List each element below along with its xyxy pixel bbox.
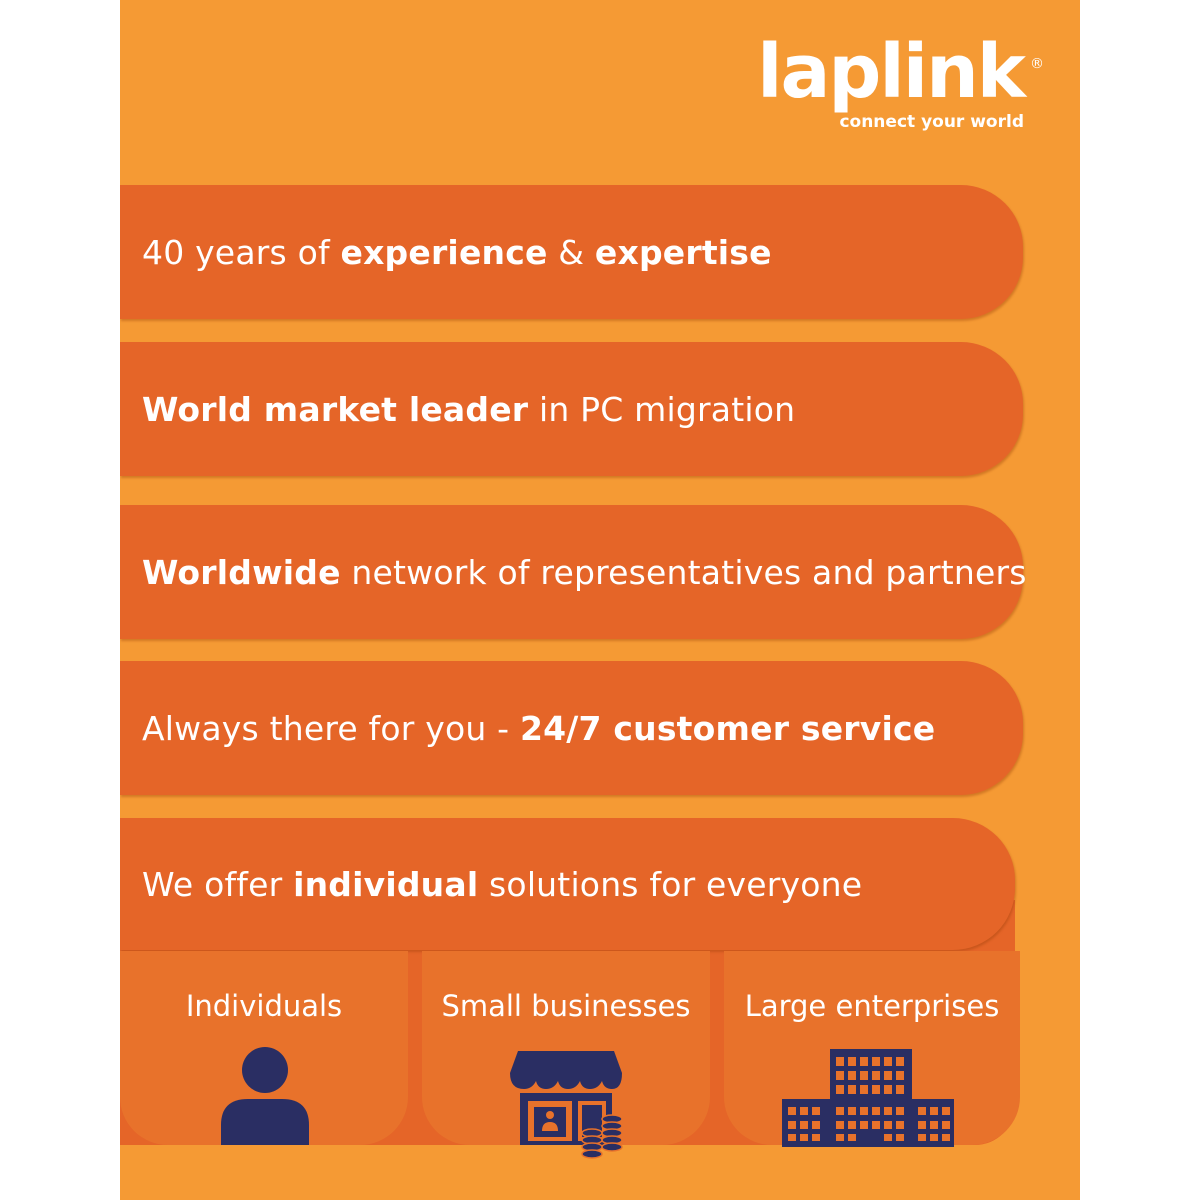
feature-bar-market-leader: World market leader in PC migration: [120, 342, 1023, 476]
feature-bar-individual-solutions: We offer individual solutions for everyo…: [120, 818, 1015, 950]
feature-bar-worldwide-network: Worldwide network of representatives and…: [120, 505, 1026, 639]
feature-text: 40 years of experience & expertise: [142, 232, 772, 272]
audience-label: Large enterprises: [744, 989, 1000, 1023]
feature-bar-experience: 40 years of experience & expertise: [120, 185, 1023, 319]
feature-text: Always there for you - 24/7 customer ser…: [142, 708, 936, 748]
feature-text: We offer individual solutions for everyo…: [142, 864, 863, 904]
audience-card-large-enterprises: Large enterprises: [724, 951, 1020, 1147]
audience-card-individuals: Individuals: [120, 951, 408, 1145]
audience-cards: Individuals Small businesses: [120, 951, 1080, 1159]
feature-text: Worldwide network of representatives and…: [142, 552, 1027, 592]
audience-card-small-businesses: Small businesses: [422, 951, 710, 1159]
audience-label: Individuals: [185, 989, 343, 1023]
feature-bar-customer-service: Always there for you - 24/7 customer ser…: [120, 661, 1023, 795]
infographic-panel: laplink® connect your world 40 years of …: [120, 0, 1080, 1200]
storefront-icon: [510, 1051, 623, 1159]
logo-wordmark: laplink®: [757, 32, 1044, 112]
audience-label: Small businesses: [441, 989, 691, 1023]
logo-tagline: connect your world: [839, 112, 1024, 132]
registered-mark: ®: [1030, 56, 1044, 72]
person-icon: [221, 1047, 309, 1145]
laplink-logo: laplink® connect your world: [757, 32, 1044, 132]
feature-text: World market leader in PC migration: [142, 389, 796, 429]
office-building-icon: [782, 1049, 954, 1147]
